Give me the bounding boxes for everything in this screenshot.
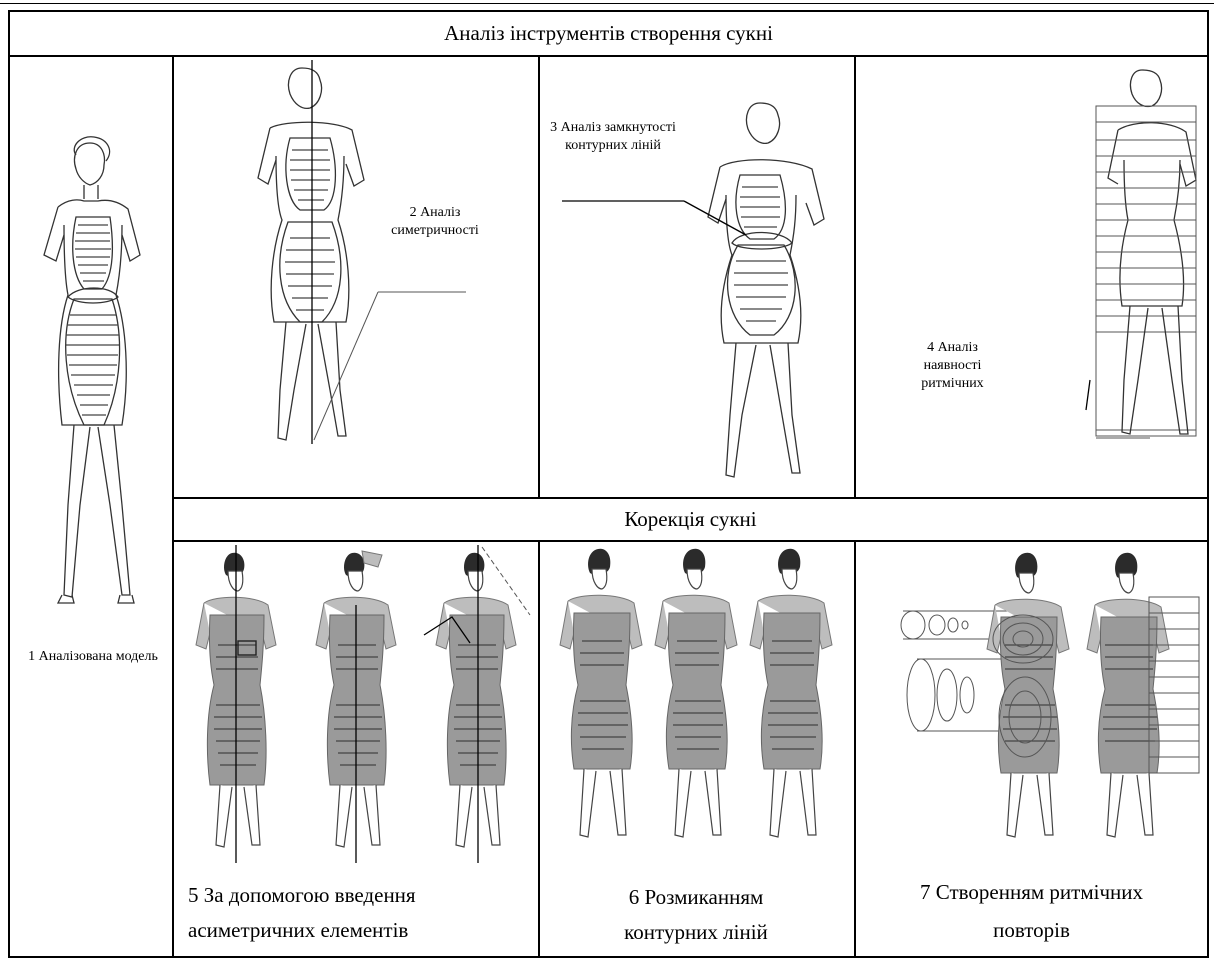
symmetry-caption: 2 Аналіз симетричності [380, 202, 490, 242]
col-divider-top-3 [854, 55, 856, 498]
table-header: Аналіз інструментів створення сукні [8, 12, 1209, 55]
model-caption: 1 Аналізована модель [18, 637, 168, 677]
header-divider [8, 55, 1209, 57]
closure-figure [560, 95, 850, 490]
open-contour-figures [548, 545, 848, 845]
rhythm-repeat-caption-line1: 7 Створенням ритмічних [854, 875, 1209, 910]
asym-caption-line1: 5 За допомогою введення [172, 878, 538, 913]
rhythm-figure [1070, 60, 1205, 450]
asym-figures [182, 545, 532, 865]
col-divider-top-2 [538, 55, 540, 498]
top-rule [0, 3, 1214, 4]
model-figure [18, 125, 168, 615]
rhythm-repeat-figures [895, 545, 1205, 845]
symmetry-figure [230, 60, 480, 455]
correction-bottom-divider [172, 540, 1209, 542]
rhythm-repeat-caption-line2: повторів [854, 913, 1209, 948]
rhythm-caption: 4 Аналіз наявності ритмічних [900, 336, 1005, 396]
open-caption-line2: контурних ліній [538, 915, 854, 950]
asym-caption-line2: асиметричних елементів [172, 913, 538, 948]
correction-header: Корекція сукні [172, 498, 1209, 540]
open-caption-line1: 6 Розмиканням [538, 880, 854, 915]
